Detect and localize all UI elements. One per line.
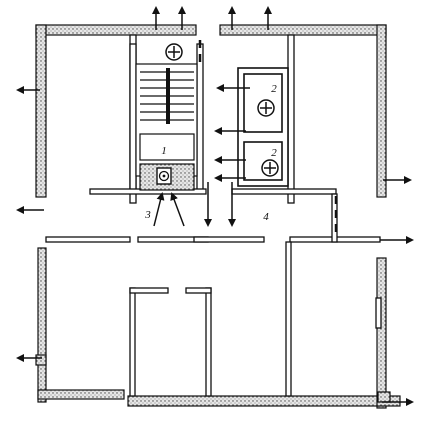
corridor-wall-left <box>45 236 131 243</box>
label-shaft-top: 2 <box>271 83 277 95</box>
chute-opening-icon <box>158 170 170 182</box>
arrow-up-chute-1 <box>153 192 165 227</box>
left-wall-upper <box>35 24 47 198</box>
stair-core <box>135 63 198 191</box>
labels: 1 2 2 3 4 <box>144 83 277 223</box>
stair-core-right-wall <box>196 43 204 193</box>
bottom-wall-center <box>127 395 379 407</box>
right-wall-lower <box>376 257 387 409</box>
partitions <box>45 34 382 397</box>
corner-post-left <box>35 354 47 366</box>
lower-partition-right <box>205 287 212 397</box>
label-shaft-bottom: 2 <box>271 147 277 159</box>
corridor-wall-center <box>193 236 265 243</box>
lower-room-stub-right <box>185 287 212 294</box>
stair-landing <box>139 133 195 161</box>
label-chute: 3 <box>144 209 151 221</box>
lower-partition-left <box>129 287 136 397</box>
plus-in-circle-icon-shaft-lower <box>261 159 279 177</box>
right-stub <box>375 297 382 329</box>
corner-post-right <box>377 391 391 403</box>
flow-arrows <box>16 6 414 406</box>
label-lobby: 4 <box>263 211 269 223</box>
arrow-up-chute-2 <box>170 192 185 227</box>
lower-wall-far-right <box>285 241 292 397</box>
right-wall-upper <box>376 24 387 198</box>
upper-partition-right <box>287 34 295 204</box>
outer-walls <box>35 24 401 409</box>
stair-treads <box>140 71 194 121</box>
top-wall-right <box>219 24 387 36</box>
stair-stringer <box>166 68 170 124</box>
lobby-floor-slab-right <box>231 188 337 195</box>
dashed-guides <box>198 40 338 236</box>
plus-in-circle-icon-shaft-upper <box>257 99 275 117</box>
left-wall-lower <box>37 247 47 403</box>
pressure-symbols <box>165 43 279 177</box>
lower-room-stub-left <box>129 287 169 294</box>
top-wall-left <box>35 24 197 36</box>
bottom-wall-left <box>37 389 125 400</box>
stair-core-left-wall <box>129 43 137 193</box>
shaft-lower-chamber <box>243 141 283 181</box>
label-stair: 1 <box>161 145 167 157</box>
plus-in-circle-icon-stair <box>165 43 183 61</box>
